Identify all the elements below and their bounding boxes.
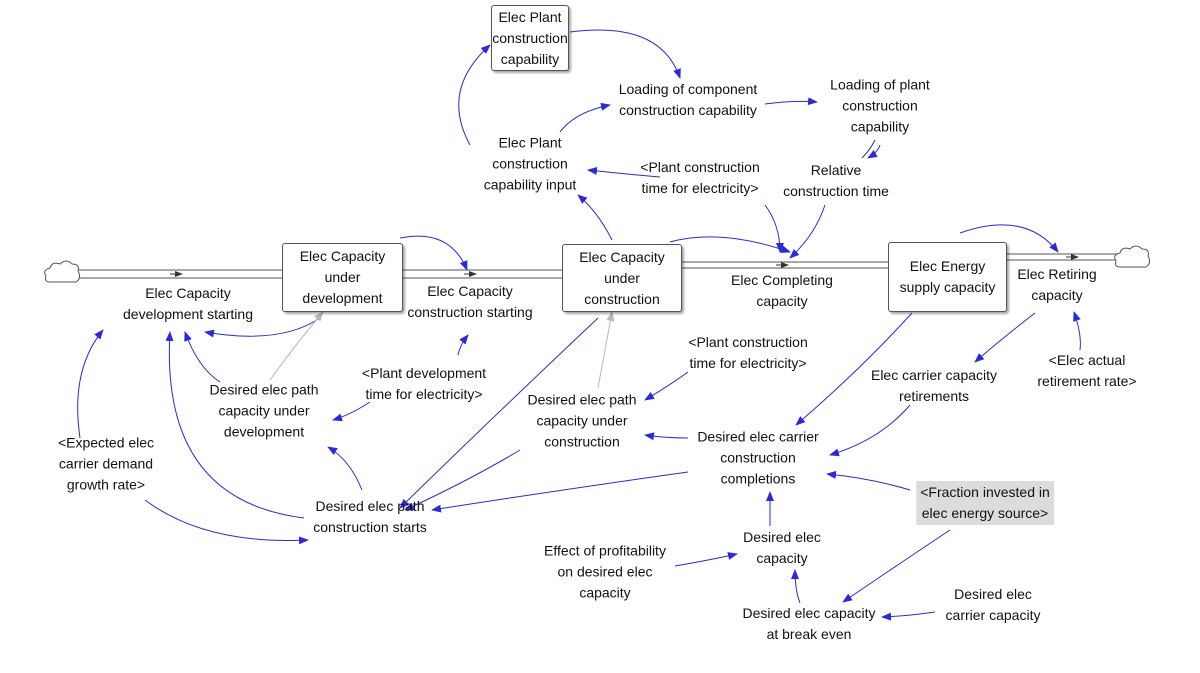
pipe-development-starting: [76, 269, 282, 279]
pipe-retiring: [1007, 253, 1122, 261]
source-cloud: [44, 260, 81, 283]
causal-links: [77, 29, 1081, 621]
link-loading-to-relative: [867, 144, 881, 159]
flow-pipes: [76, 253, 1122, 279]
pipe-construction-starting: [402, 269, 562, 279]
grey-links: [269, 311, 615, 389]
sink-cloud: [1114, 245, 1151, 268]
pipe-completing: [682, 261, 888, 269]
